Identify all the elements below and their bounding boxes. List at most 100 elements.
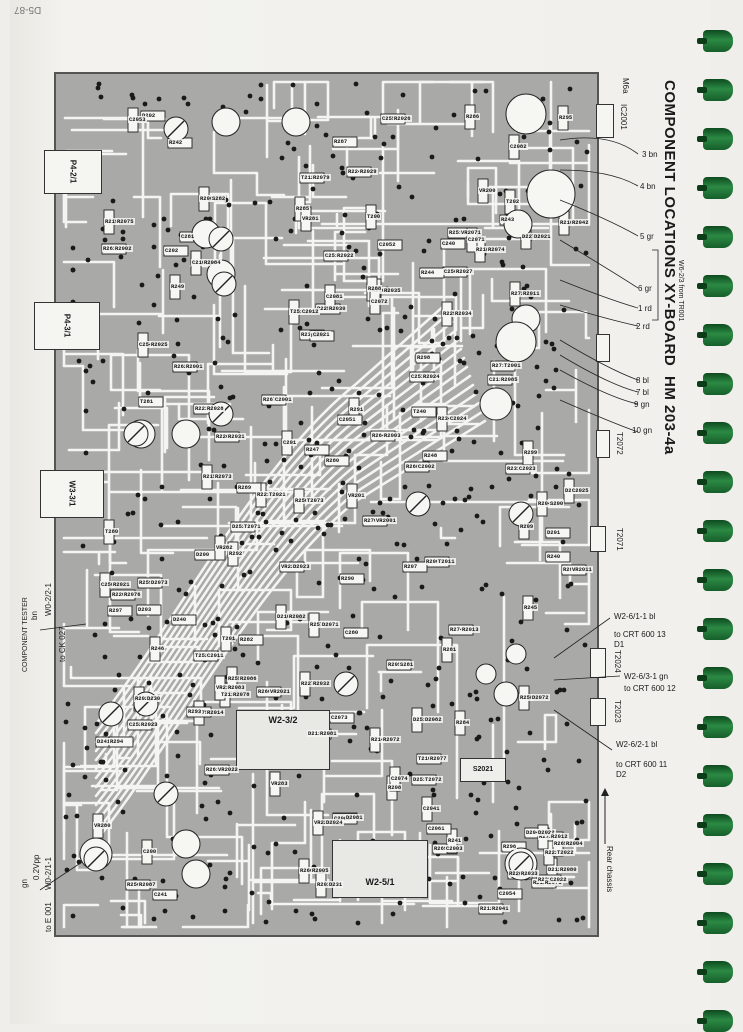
trace — [261, 634, 300, 722]
component-label: R272 — [510, 290, 526, 297]
pad — [583, 250, 589, 256]
pad — [314, 440, 320, 446]
pad — [267, 479, 273, 485]
pad — [151, 244, 157, 250]
pad — [454, 428, 460, 434]
component-label: R290 — [340, 575, 356, 582]
component-label: R242 — [168, 139, 184, 146]
component-label: T2011 — [437, 558, 456, 565]
trace — [516, 713, 558, 751]
bus-trace — [94, 329, 457, 753]
pad — [579, 819, 585, 825]
trace — [544, 368, 578, 424]
binding-ring — [697, 226, 733, 248]
component-label: R233 — [506, 465, 522, 472]
component-label: R264 — [371, 432, 387, 439]
component-label: R201 — [562, 566, 578, 573]
pad — [135, 492, 141, 498]
component-label: D211 — [307, 730, 323, 737]
pad — [473, 389, 479, 395]
pad — [190, 682, 196, 688]
pad — [174, 729, 180, 735]
pad — [430, 787, 436, 793]
component-label: C2023 — [518, 465, 537, 472]
pad — [378, 155, 384, 161]
component-label: R282 — [239, 636, 255, 643]
component-label: D203 — [137, 606, 153, 613]
rear-arrow — [601, 788, 609, 844]
component-label: R2011 — [522, 290, 541, 297]
pad — [543, 339, 549, 345]
component-label: D2081 — [345, 814, 364, 821]
binding-ring — [697, 765, 733, 787]
pad — [85, 257, 91, 263]
component-label: R2080 — [559, 866, 578, 873]
component-label: C2025 — [571, 487, 590, 494]
pad — [541, 757, 547, 763]
component-label: R2073 — [214, 473, 233, 480]
pad — [202, 622, 208, 628]
component-label: R296 — [502, 843, 518, 850]
pad — [524, 283, 530, 289]
pad — [460, 874, 466, 880]
component-label: D2082 — [424, 716, 443, 723]
pad — [316, 370, 322, 376]
trace — [342, 295, 458, 332]
pad — [215, 799, 221, 805]
pad — [362, 420, 368, 426]
trace — [330, 759, 394, 837]
component-label: D2024 — [325, 819, 344, 826]
component-label: VR200 — [478, 187, 497, 194]
component-label: D227 — [521, 233, 537, 240]
pad — [227, 810, 233, 816]
pad — [279, 530, 285, 536]
trafo-connector-a — [596, 334, 610, 362]
pad — [121, 406, 127, 412]
component-label: T2071 — [243, 523, 262, 530]
pad — [402, 484, 408, 490]
pad — [480, 519, 486, 525]
trace — [62, 622, 131, 688]
pad — [333, 652, 339, 658]
binding-ring — [697, 716, 733, 738]
component-label: R2031 — [227, 433, 246, 440]
pad — [340, 480, 346, 486]
component-label: R2076 — [123, 591, 142, 598]
component-label: D241 — [96, 738, 112, 745]
component-label: R247 — [305, 446, 321, 453]
pad — [256, 534, 262, 540]
pad — [346, 448, 352, 454]
pad — [118, 254, 124, 260]
component-label: C2003 — [445, 845, 464, 852]
component-label: R2079 — [312, 174, 331, 181]
component-label: R257 — [309, 621, 325, 628]
pad — [156, 96, 162, 102]
component-label: VR223 — [313, 819, 332, 826]
trace — [132, 195, 162, 269]
component-label: R270 — [363, 517, 379, 524]
crt-note-2-dest: to CRT 600 12 — [624, 684, 676, 693]
pad — [267, 199, 273, 205]
pad — [102, 654, 108, 660]
pad — [339, 230, 345, 236]
pad — [580, 915, 586, 921]
pad — [339, 489, 345, 495]
p4-3-1-connector: P4-3/1 — [34, 302, 100, 350]
pad — [263, 919, 269, 925]
component-label: T200 — [366, 213, 382, 220]
page-id: D5-87 — [14, 4, 42, 15]
pad — [361, 432, 367, 438]
pad — [401, 542, 407, 548]
pad — [377, 327, 383, 333]
binding-ring — [697, 373, 733, 395]
component-label: T2072 — [424, 776, 443, 783]
pad — [120, 236, 126, 242]
component-label: R216 — [559, 219, 575, 226]
pad — [560, 539, 566, 545]
pad — [458, 527, 464, 533]
binding-ring — [697, 520, 733, 542]
component-label: R299 — [523, 449, 539, 456]
component-label: R293 — [187, 708, 203, 715]
trace — [459, 268, 485, 343]
component-label: R2014 — [206, 709, 225, 716]
